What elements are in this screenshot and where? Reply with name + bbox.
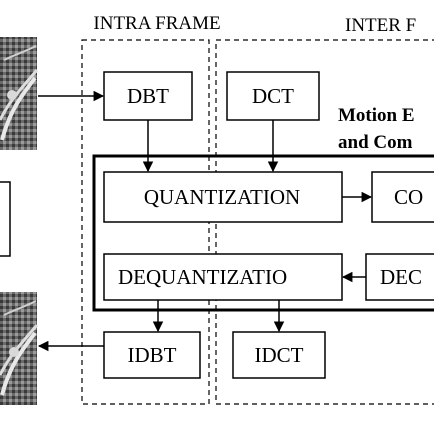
dct-label: DCT	[252, 84, 294, 108]
dbt-block: DBT	[104, 72, 192, 120]
motion-estimation-label: Motion E	[338, 105, 415, 126]
dequantization-block: DEQUANTIZATIO	[104, 254, 342, 300]
quantization-block: QUANTIZATION	[104, 172, 342, 222]
decoder-label: DEC	[380, 265, 422, 289]
idct-block: IDCT	[233, 332, 325, 378]
input-image-thumbnail	[0, 37, 37, 150]
dequantization-label: DEQUANTIZATIO	[118, 265, 287, 289]
coder-block: CO	[372, 172, 434, 222]
coder-label: CO	[394, 185, 423, 209]
intra-frame-label: INTRA FRAME	[93, 13, 220, 34]
idbt-label: IDBT	[128, 343, 177, 367]
decoder-block: DEC	[366, 254, 434, 300]
quantization-label: QUANTIZATION	[144, 185, 300, 209]
idbt-block: IDBT	[104, 332, 200, 378]
left-middle-block-edge	[0, 182, 10, 256]
motion-compensation-label: and Com	[338, 132, 413, 153]
output-image-thumbnail	[0, 292, 37, 405]
idct-label: IDCT	[255, 343, 304, 367]
inter-frame-label: INTER F	[345, 15, 416, 36]
dct-block: DCT	[227, 72, 319, 120]
dbt-label: DBT	[127, 84, 169, 108]
